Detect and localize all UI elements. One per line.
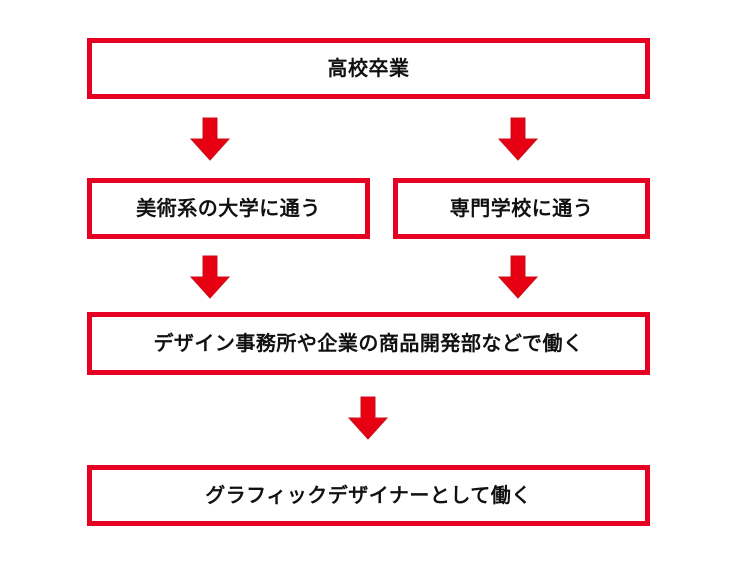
flow-node-label: 美術系の大学に通う bbox=[136, 197, 321, 220]
flow-node-design-office-work: デザイン事務所や企業の商品開発部などで働く bbox=[87, 312, 650, 375]
down-arrow-icon bbox=[190, 117, 230, 161]
flow-node-label: 専門学校に通う bbox=[449, 197, 594, 220]
down-arrow-icon bbox=[498, 117, 538, 161]
flow-node-label: 高校卒業 bbox=[327, 57, 410, 80]
flow-node-art-university: 美術系の大学に通う bbox=[87, 178, 370, 239]
flow-node-highschool-graduation: 高校卒業 bbox=[87, 38, 650, 99]
down-arrow-icon bbox=[190, 255, 230, 299]
down-arrow-icon bbox=[348, 396, 388, 440]
flow-node-label: デザイン事務所や企業の商品開発部などで働く bbox=[153, 332, 584, 355]
down-arrow-icon bbox=[498, 255, 538, 299]
flow-node-label: グラフィックデザイナーとして働く bbox=[205, 484, 532, 507]
flow-node-vocational-school: 専門学校に通う bbox=[393, 178, 650, 239]
flow-node-graphic-designer-work: グラフィックデザイナーとして働く bbox=[87, 465, 650, 526]
